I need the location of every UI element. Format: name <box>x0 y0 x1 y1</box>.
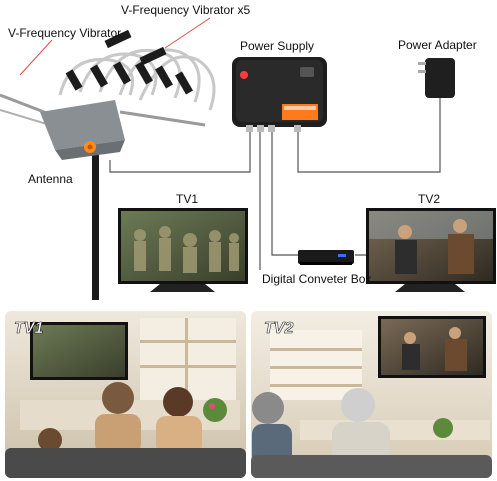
tv2-set <box>366 208 496 292</box>
antenna <box>0 29 216 300</box>
photo-tag-tv1: TV1 <box>14 320 43 337</box>
label-v-frequency-vibrator-x5: V-Frequency Vibrator x5 <box>121 3 251 17</box>
antenna-housing <box>40 100 125 150</box>
power-supply <box>232 57 327 132</box>
label-antenna: Antenna <box>28 172 73 186</box>
digital-converter-box <box>298 250 354 265</box>
v-frequency-elements <box>58 48 216 111</box>
photo-living-room-tv1: TV1 <box>5 311 246 478</box>
wiring <box>109 98 441 270</box>
power-switch <box>300 67 314 77</box>
label-power-adapter: Power Adapter <box>398 38 477 52</box>
photo-living-room-tv2: TV2 <box>251 311 492 478</box>
power-led <box>240 71 248 79</box>
label-tv2: TV2 <box>418 192 440 206</box>
label-tv1: TV1 <box>176 192 198 206</box>
antenna-mast <box>92 150 99 300</box>
power-adapter <box>418 58 455 98</box>
tv1-set <box>118 208 248 292</box>
pointer-vibrator-x5 <box>164 17 211 49</box>
label-v-frequency-vibrator: V-Frequency Vibrator <box>8 26 121 40</box>
pointer-vibrator <box>19 39 53 76</box>
label-power-supply: Power Supply <box>240 39 314 53</box>
sofa <box>5 448 246 478</box>
person-head <box>102 382 134 414</box>
label-digital-converter-box: Digital Conveter Box <box>262 272 371 286</box>
photo-tag-tv2: TV2 <box>264 320 293 337</box>
